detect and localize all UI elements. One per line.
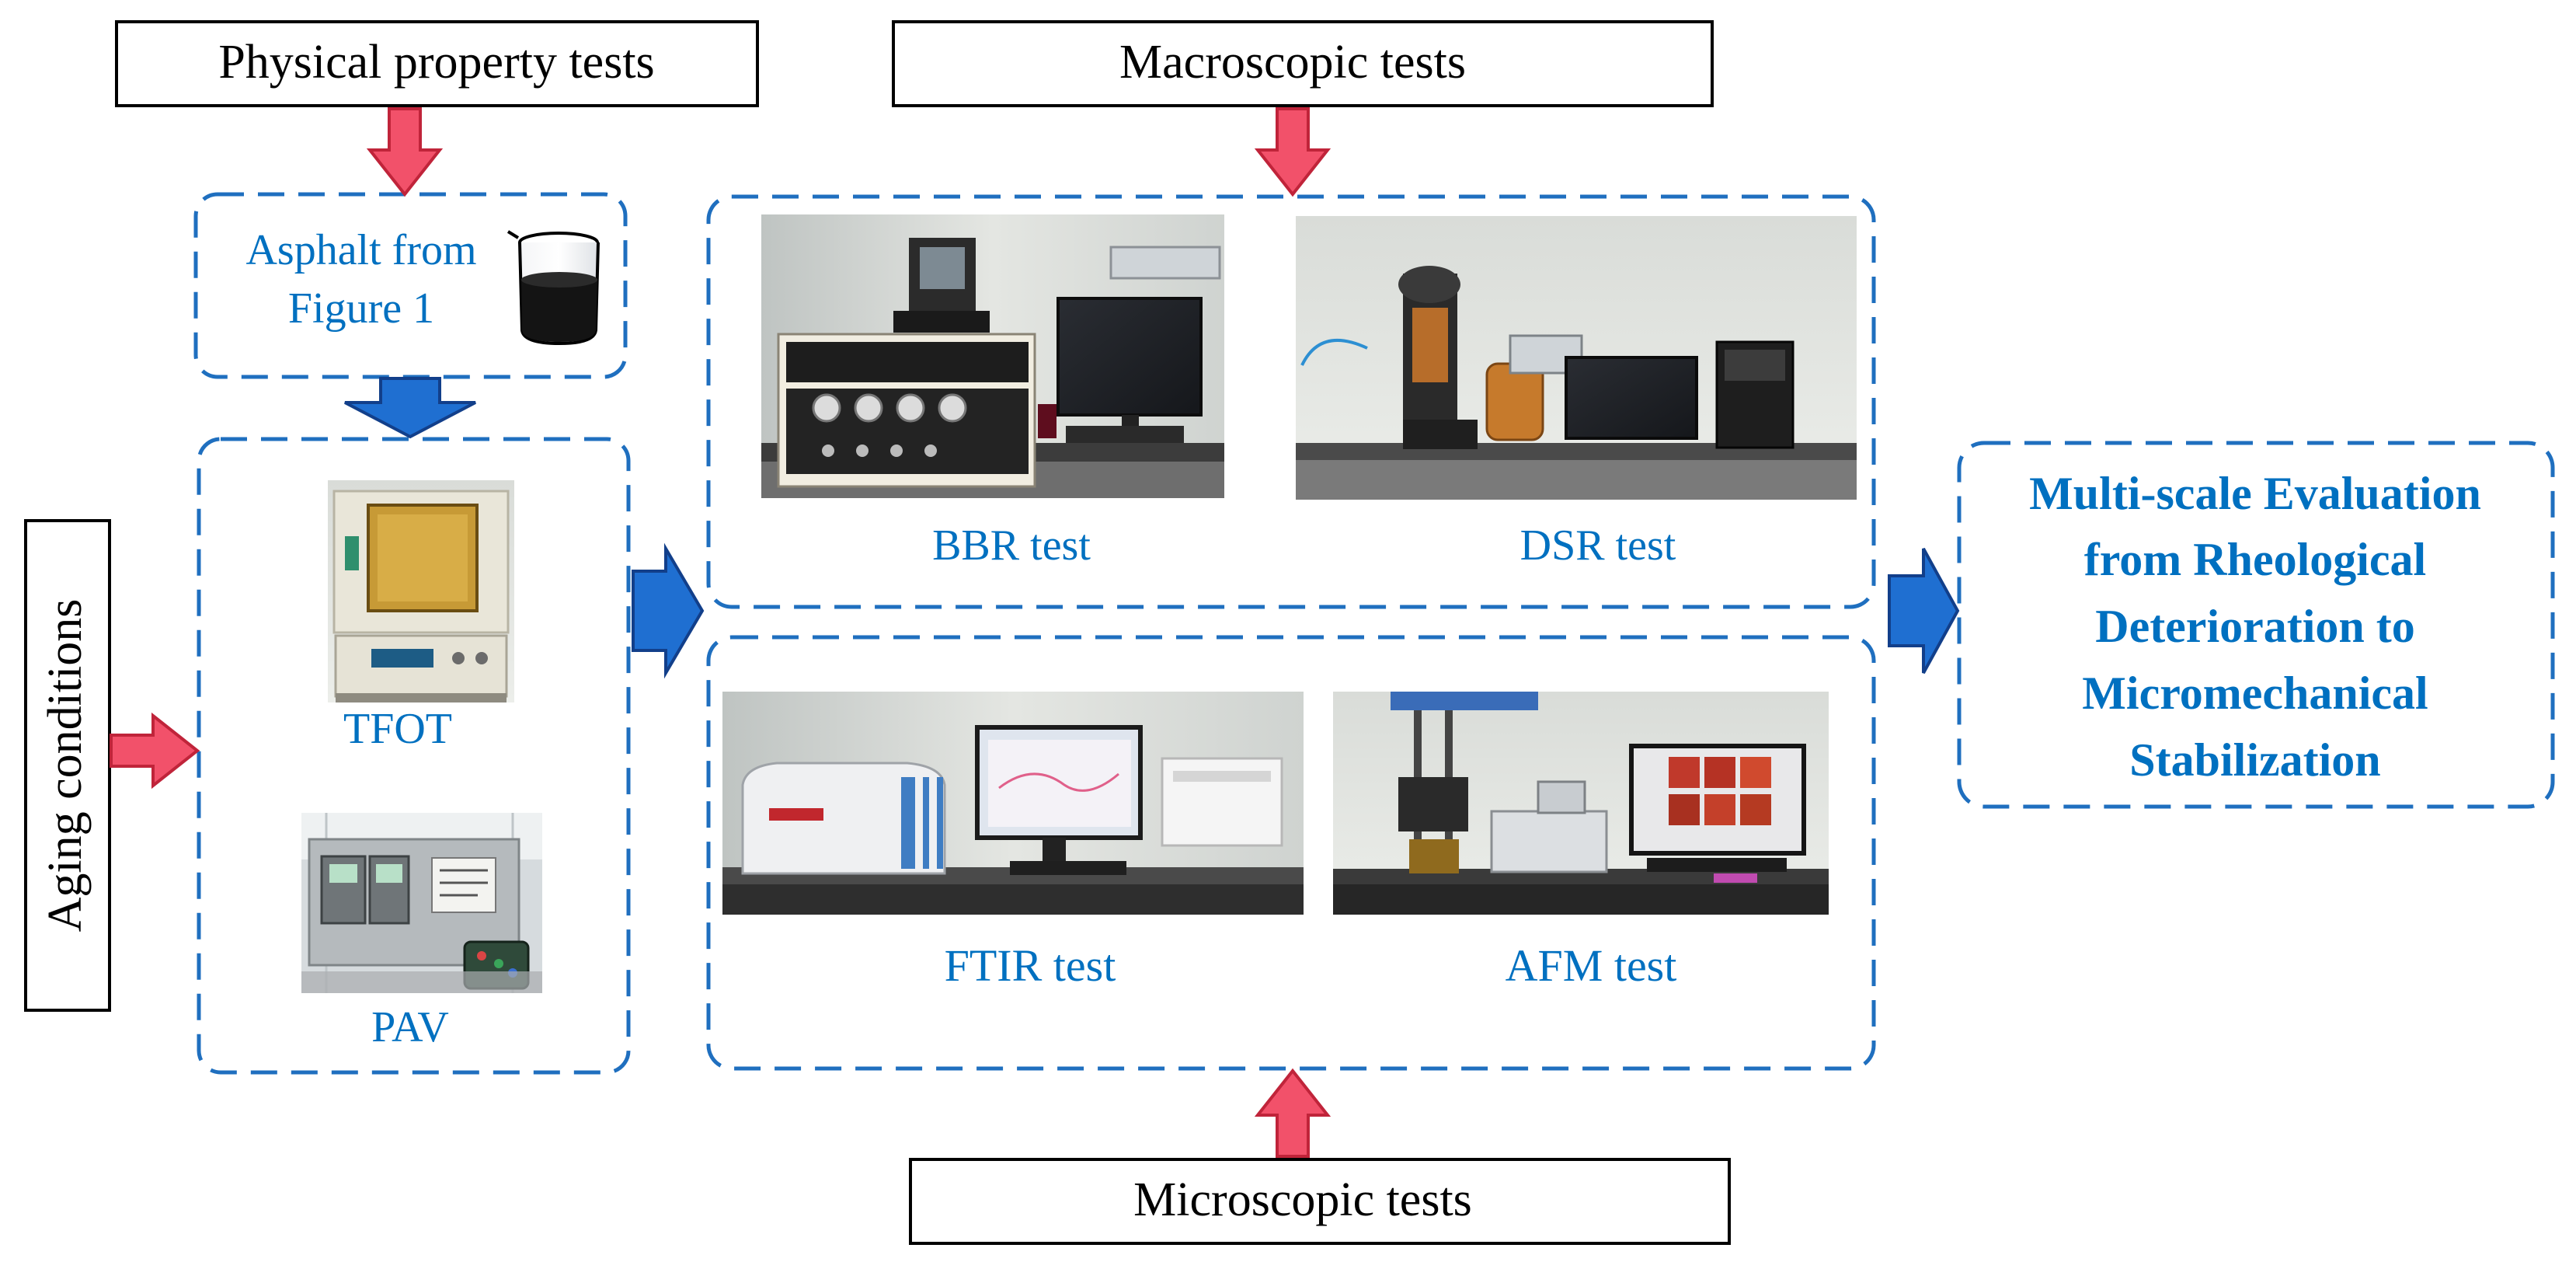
macroscopic-tests-box bbox=[706, 194, 1876, 609]
ftir-spectrometer-photo bbox=[722, 692, 1304, 915]
aging-methods-box bbox=[197, 437, 631, 1075]
afm-microscope-photo bbox=[1333, 692, 1829, 915]
blue-arrow-right-outcome bbox=[1888, 548, 1960, 674]
red-arrow-up-microscopic bbox=[1254, 1068, 1332, 1158]
physical-property-header-text: Physical property tests bbox=[218, 36, 654, 89]
pav-label: PAV bbox=[371, 1003, 449, 1051]
bbr-label: BBR test bbox=[932, 521, 1091, 570]
beaker-with-asphalt-icon bbox=[506, 230, 600, 346]
outcome-text: Multi-scale Evaluation from Rheological … bbox=[2029, 468, 2481, 786]
outcome-box bbox=[1957, 441, 2555, 809]
asphalt-text-line2: Figure 1 bbox=[288, 284, 434, 333]
physical-property-header: Physical property tests bbox=[115, 20, 759, 107]
asphalt-text-line1: Asphalt from bbox=[245, 226, 476, 274]
red-arrow-down-macroscopic bbox=[1254, 107, 1332, 197]
afm-label: AFM test bbox=[1506, 940, 1677, 991]
microscopic-header-text: Microscopic tests bbox=[1133, 1173, 1472, 1226]
outcome-line-1: Multi-scale Evaluation bbox=[2029, 468, 2481, 519]
red-arrow-right-aging bbox=[110, 712, 200, 790]
red-arrow-down-physical bbox=[366, 107, 444, 197]
outcome-line-4: Micromechanical bbox=[2082, 668, 2428, 719]
tfot-label: TFOT bbox=[343, 705, 452, 753]
aging-conditions-box: Aging conditions bbox=[24, 519, 111, 1012]
blue-arrow-down-aging bbox=[344, 377, 476, 439]
dsr-label: DSR test bbox=[1520, 521, 1676, 570]
outcome-line-5: Stabilization bbox=[2129, 734, 2380, 786]
aging-conditions-text: Aging conditions bbox=[39, 599, 92, 933]
microscopic-header: Microscopic tests bbox=[909, 1158, 1731, 1245]
microscopic-tests-box bbox=[706, 635, 1876, 1071]
outcome-line-2: from Rheological bbox=[2084, 534, 2426, 585]
blue-arrow-right-tests bbox=[632, 542, 705, 679]
macroscopic-header-text: Macroscopic tests bbox=[1119, 36, 1466, 89]
outcome-line-3: Deterioration to bbox=[2095, 601, 2415, 652]
ftir-label: FTIR test bbox=[945, 940, 1116, 991]
macroscopic-header: Macroscopic tests bbox=[892, 20, 1714, 107]
tfot-oven-photo bbox=[328, 480, 514, 702]
pav-vessel-photo bbox=[301, 813, 542, 993]
bbr-rheometer-photo bbox=[761, 214, 1224, 498]
dsr-rheometer-photo bbox=[1296, 216, 1857, 500]
